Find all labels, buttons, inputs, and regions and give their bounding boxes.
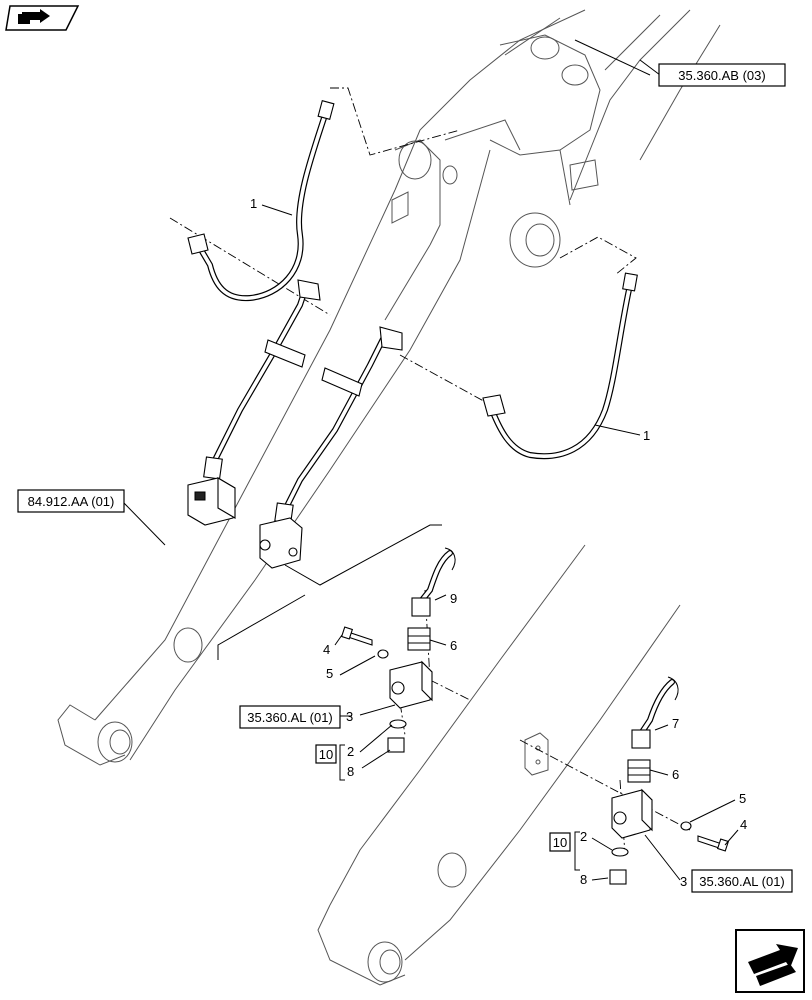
callout-numbers: 1 1 9 6 4 5 3 2 8 7 6 5 4 2 8 3 — [250, 196, 747, 889]
callout-4-left: 4 — [323, 642, 330, 657]
callout-2-left: 2 — [347, 744, 354, 759]
valve-blocks-mounted — [187, 477, 303, 569]
rigid-tubes — [203, 279, 403, 524]
svg-text:35.360.AL (01): 35.360.AL (01) — [699, 874, 785, 889]
kit-box-left[interactable]: 10 — [315, 744, 337, 764]
ref-box-35-360-ab-03[interactable]: 35.360.AB (03) — [658, 63, 786, 87]
callout-6-right: 6 — [672, 767, 679, 782]
callout-1-top: 1 — [250, 196, 257, 211]
boom-structure — [57, 9, 721, 986]
svg-text:10: 10 — [319, 747, 333, 762]
hose-upper-left — [187, 100, 335, 302]
svg-text:35.360.AB (03): 35.360.AB (03) — [678, 68, 765, 83]
exploded-assembly-left — [217, 524, 456, 781]
exploded-assembly-right — [574, 676, 739, 885]
svg-text:35.360.AL (01): 35.360.AL (01) — [247, 710, 333, 725]
hose-upper-right — [482, 272, 638, 460]
callout-6-left: 6 — [450, 638, 457, 653]
callout-9: 9 — [450, 591, 457, 606]
next-page-arrow-icon[interactable] — [735, 929, 805, 993]
callout-8-right: 8 — [580, 872, 587, 887]
reference-leaders — [122, 39, 661, 717]
kit-box-right[interactable]: 10 — [549, 832, 571, 852]
ref-box-35-360-al-01-left[interactable]: 35.360.AL (01) — [239, 705, 341, 729]
callout-8-left: 8 — [347, 764, 354, 779]
ref-box-84-912-aa-01[interactable]: 84.912.AA (01) — [17, 489, 125, 513]
callout-7: 7 — [672, 716, 679, 731]
callout-5-left: 5 — [326, 666, 333, 681]
callout-1-right: 1 — [643, 428, 650, 443]
svg-text:10: 10 — [553, 835, 567, 850]
callout-2-right: 2 — [580, 829, 587, 844]
callout-3-right: 3 — [680, 874, 687, 889]
callout-5-right: 5 — [739, 791, 746, 806]
callout-3-left: 3 — [346, 709, 353, 724]
assembly-center-lines — [169, 87, 691, 856]
callout-4-right: 4 — [740, 817, 747, 832]
ref-box-35-360-al-01-right[interactable]: 35.360.AL (01) — [691, 869, 793, 893]
book-arrow-icon[interactable] — [5, 5, 80, 31]
svg-text:84.912.AA (01): 84.912.AA (01) — [28, 494, 115, 509]
